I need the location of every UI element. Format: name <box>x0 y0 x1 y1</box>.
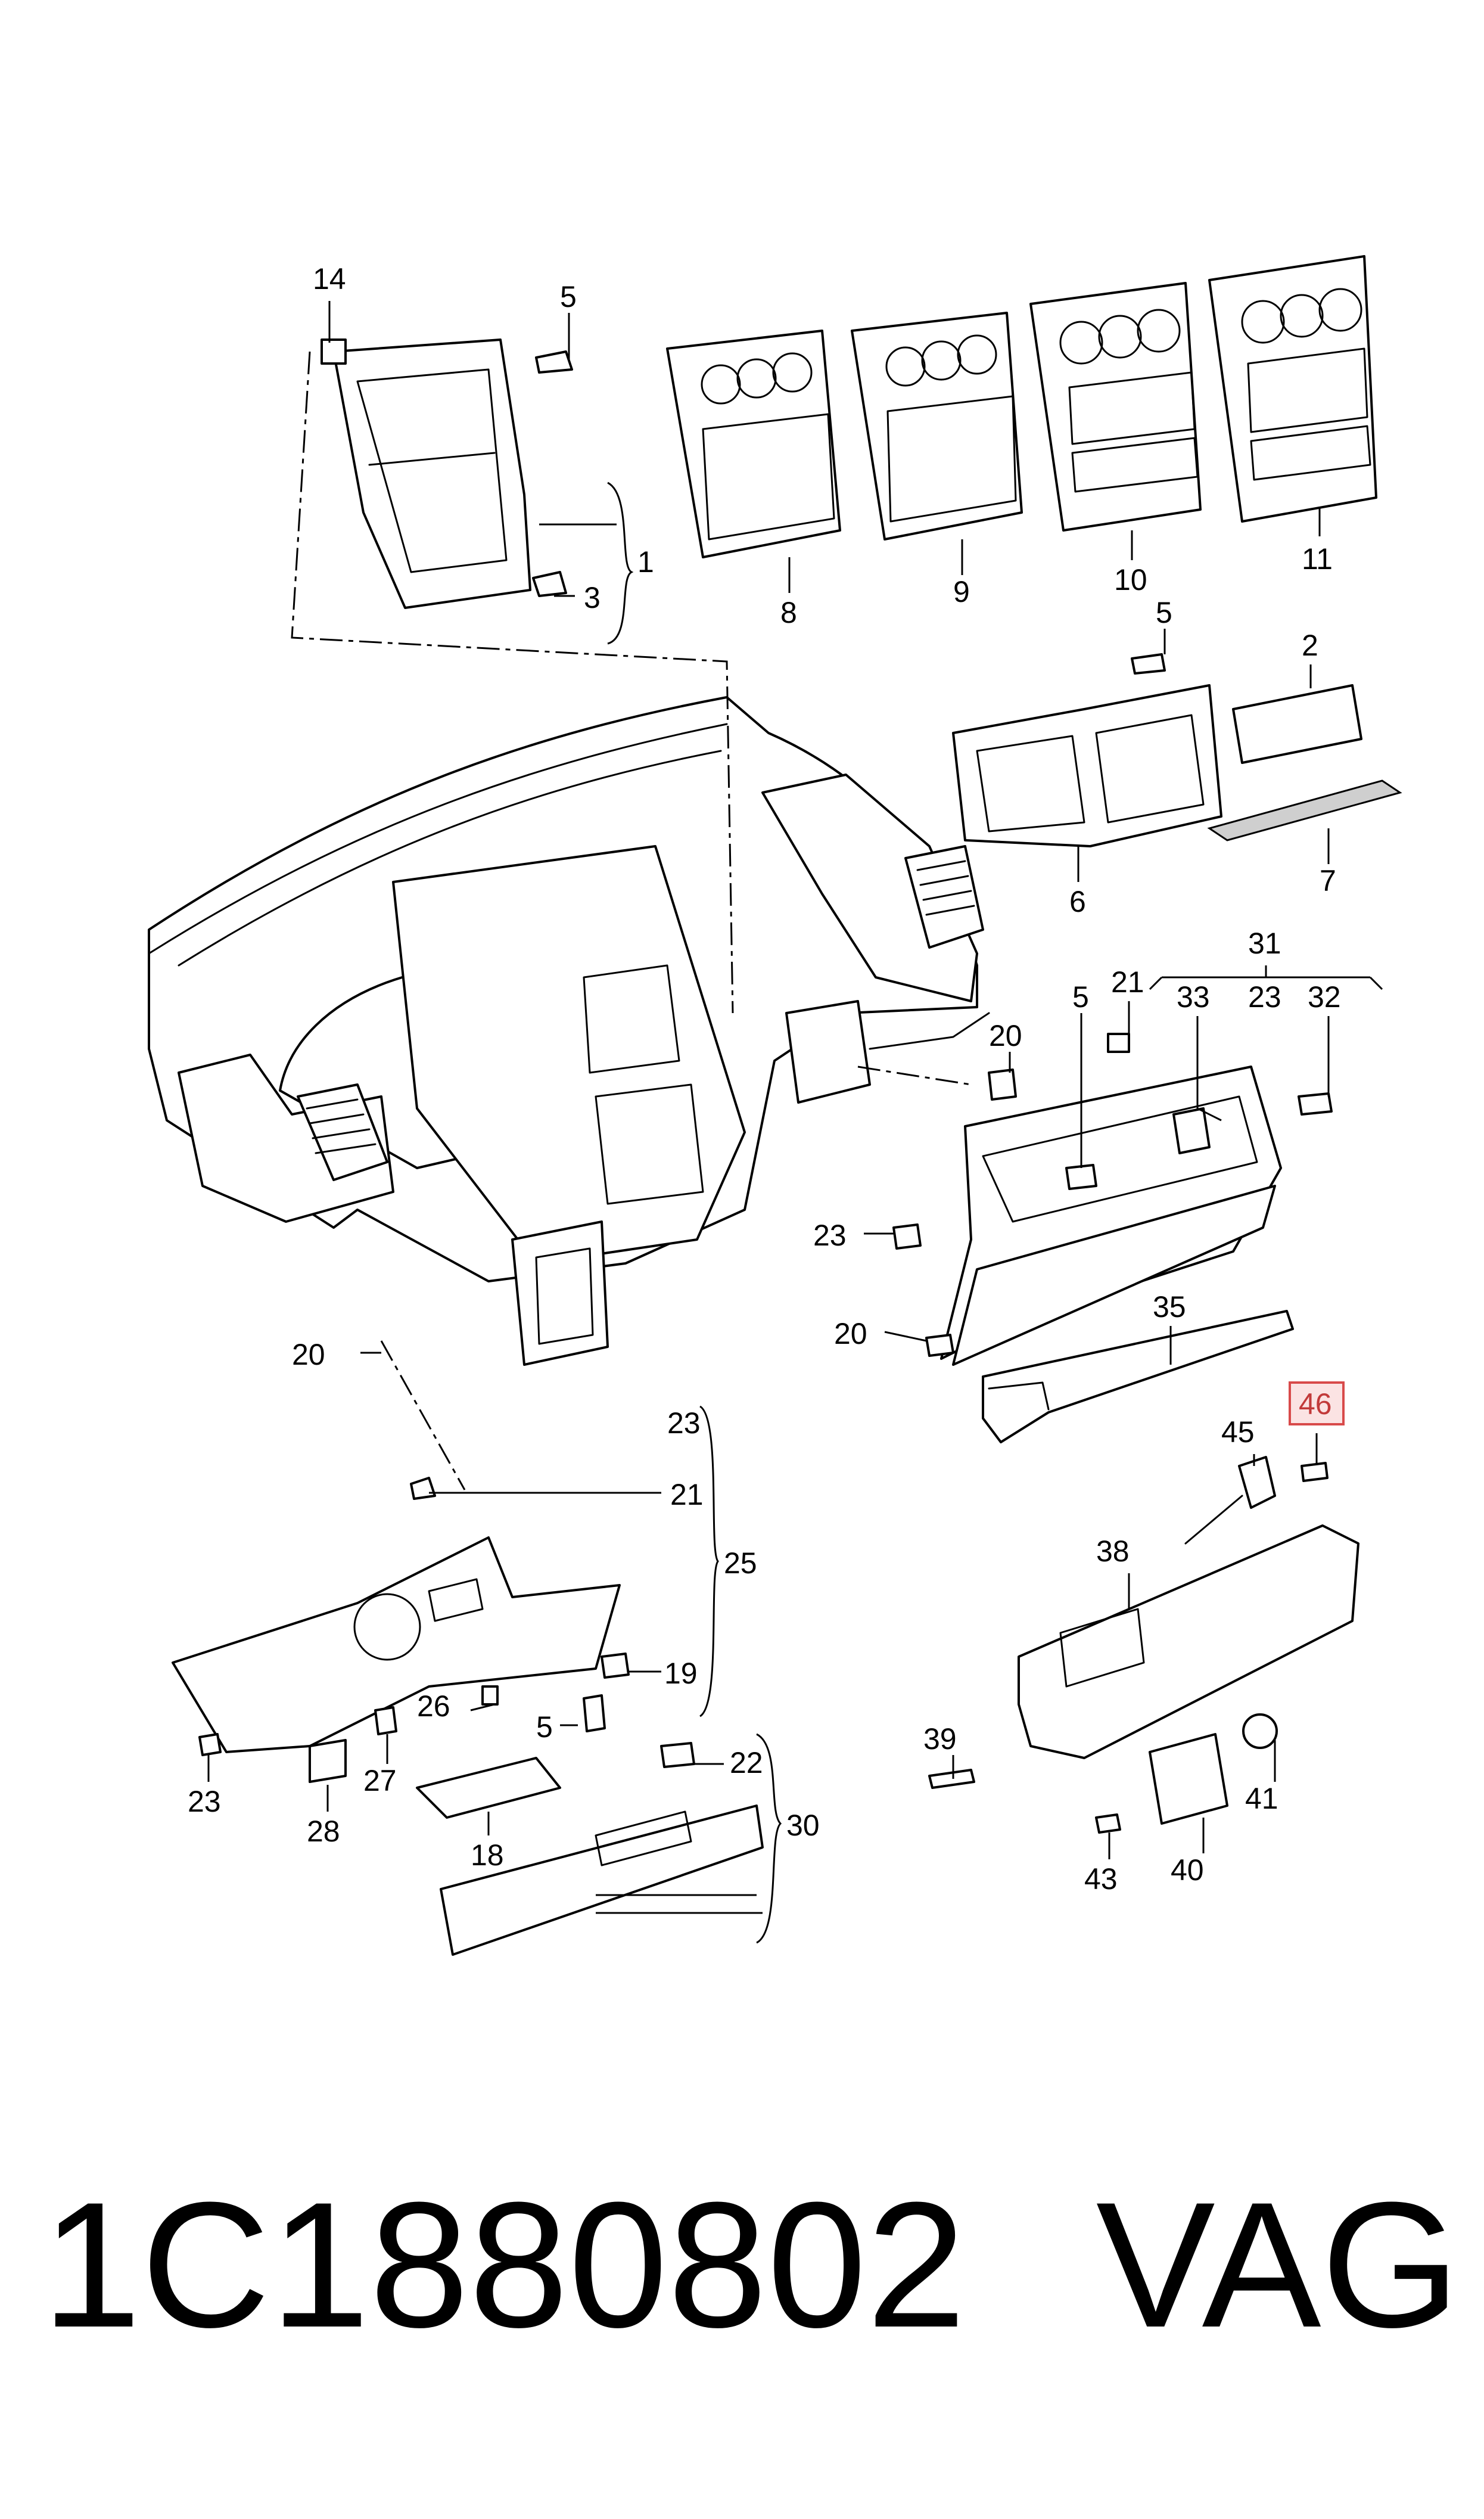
callout-31: 31 <box>1248 927 1281 960</box>
callout-41: 41 <box>1245 1782 1278 1815</box>
callout-45: 45 <box>1221 1415 1255 1449</box>
callout-7: 7 <box>1320 864 1336 897</box>
callout-20: 20 <box>292 1338 325 1371</box>
callout-5: 5 <box>1156 596 1172 629</box>
callout-14: 14 <box>313 262 346 296</box>
callout-32: 32 <box>1308 980 1341 1014</box>
callout-21: 21 <box>1111 965 1144 999</box>
callout-2: 2 <box>1302 629 1318 662</box>
highlighted-callout-46[interactable]: 46 <box>1289 1381 1345 1425</box>
part-1-frame <box>321 338 573 609</box>
parts-2-6-7 <box>952 653 1402 847</box>
callout-26: 26 <box>417 1689 450 1723</box>
callout-5: 5 <box>536 1710 553 1744</box>
callout-39: 39 <box>923 1722 957 1756</box>
callout-labels: 14 5 3 1 8 9 10 11 5 2 6 7 31 21 5 33 23… <box>188 262 1345 1896</box>
callout-35: 35 <box>1153 1290 1186 1324</box>
leader-lines <box>207 301 1383 1944</box>
callout-43: 43 <box>1084 1862 1118 1896</box>
callout-1: 1 <box>637 545 654 579</box>
callout-9: 9 <box>953 575 970 608</box>
glovebox-assembly-25 <box>172 1477 764 1956</box>
callout-6: 6 <box>1069 885 1086 918</box>
callout-3: 3 <box>584 581 601 614</box>
part-number-text: 1C1880802 <box>42 2164 966 2365</box>
callout-33: 33 <box>1177 980 1210 1014</box>
callout-22: 22 <box>730 1746 763 1779</box>
callout-19: 19 <box>664 1657 698 1690</box>
glovebox-upper <box>892 1033 1333 1366</box>
callout-25: 25 <box>724 1546 757 1580</box>
trim-panels <box>666 255 1377 558</box>
callout-38: 38 <box>1096 1535 1130 1568</box>
callout-20: 20 <box>834 1317 867 1350</box>
callout-23: 23 <box>188 1785 221 1818</box>
callout-27: 27 <box>363 1764 397 1797</box>
callout-23: 23 <box>1248 980 1281 1014</box>
callout-20: 20 <box>989 1019 1022 1052</box>
brand-text: VAG <box>1096 2164 1460 2365</box>
callout-28: 28 <box>307 1815 340 1848</box>
callout-18: 18 <box>471 1838 504 1872</box>
callout-10: 10 <box>1114 563 1147 597</box>
glovebox-lid <box>928 1524 1359 1834</box>
callout-46-label: 46 <box>1299 1387 1332 1421</box>
callout-30: 30 <box>786 1809 820 1842</box>
callout-40: 40 <box>1171 1853 1204 1887</box>
callout-23: 23 <box>667 1406 701 1440</box>
callout-21: 21 <box>670 1478 704 1511</box>
dashboard-illustration <box>148 696 990 1366</box>
callout-23: 23 <box>813 1219 847 1252</box>
callout-11: 11 <box>1302 542 1333 576</box>
callout-5: 5 <box>560 280 577 313</box>
parts-35-45-46 <box>982 1310 1329 1545</box>
guide-lines <box>291 351 972 1490</box>
callout-8: 8 <box>780 596 797 629</box>
callout-5: 5 <box>1072 980 1089 1014</box>
